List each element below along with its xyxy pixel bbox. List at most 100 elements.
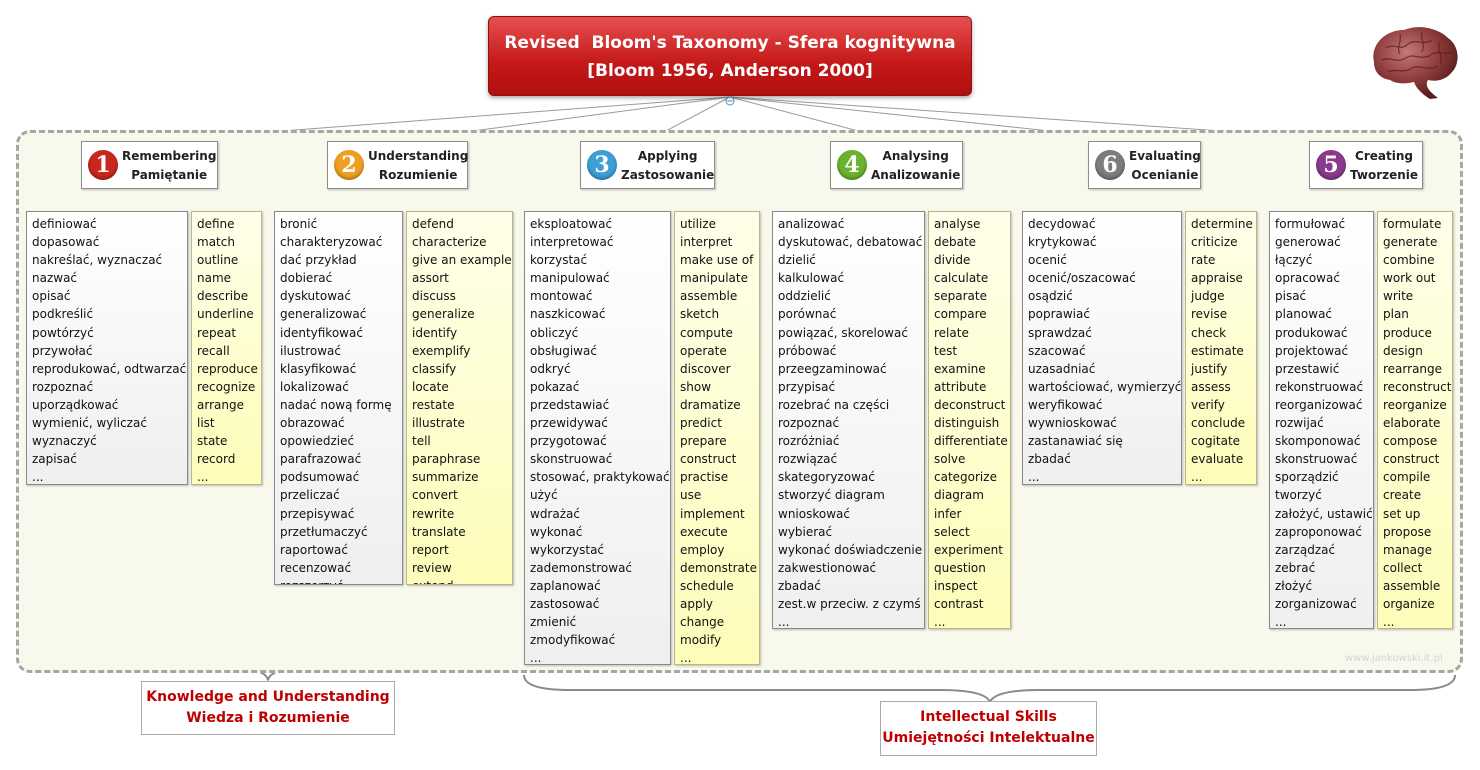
verb-item: dramatize [680,397,741,412]
verb-item: ... [1383,615,1395,629]
verb-item: ... [680,651,692,665]
verb-item: compare [934,307,987,322]
verb-item: zakwestionować [778,560,877,575]
verb-item: pokazać [530,379,580,394]
verb-item: attribute [934,379,987,394]
verb-item: rearrange [1383,361,1443,376]
category-title-pl: Analizowanie [871,168,961,182]
verb-item: wykonać [530,524,583,539]
category-header-applying[interactable]: 3 Applying Zastosowanie [580,141,715,189]
verb-item: rozebrać na części [778,397,890,412]
verb-item: wymienić, wyliczać [32,416,147,431]
verb-item: practise [680,470,729,485]
category-header-remembering[interactable]: 1 Remembering Pamiętanie [81,141,218,189]
verb-item: skonstruować [1275,452,1358,467]
verb-item: produkować [1275,325,1348,340]
summary-right-line-1: Intellectual Skills [920,709,1057,725]
verb-item: nakreślać, wyznaczać [32,253,163,268]
verb-item: manipulate [680,271,748,286]
verb-item: rozpoznać [778,416,840,431]
title-line-1: Revised Bloom's Taxonomy - Sfera kognity… [504,33,956,53]
verb-item: make use of [680,253,754,268]
verb-item: stworzyć diagram [778,488,885,503]
verb-item: korzystać [530,253,588,268]
verb-item: arrange [197,397,244,412]
number-badge: 4 [837,150,867,180]
verb-item: osądzić [1028,289,1073,304]
verb-item: execute [680,524,728,539]
verb-item: rewrite [412,506,455,521]
verb-item: przeegzaminować [778,361,887,376]
verb-item: state [197,434,228,449]
verb-item: manipulować [530,271,610,286]
verb-item: compose [1383,434,1438,449]
verb-item: combine [1383,253,1435,268]
verb-item: elaborate [1383,416,1441,431]
verb-item: relate [934,325,969,340]
verb-item: locate [412,379,449,394]
verb-item: collect [1383,560,1423,575]
verb-item: ... [934,615,946,629]
verb-item: construct [680,452,737,467]
category-header-creating[interactable]: 5 Creating Tworzenie [1309,141,1423,189]
verb-item: assemble [1383,578,1441,593]
verb-item: modify [680,633,722,648]
verb-item: assemble [680,289,738,304]
verb-item: rekonstruować [1275,379,1364,394]
verb-item: review [412,560,452,575]
verb-item: determine [1191,217,1253,231]
verb-item: give an example [412,253,512,268]
verb-item: criticize [1191,235,1238,250]
verb-item: dać przykład [280,253,357,268]
verb-item: prepare [680,434,727,449]
verb-item: uzasadniać [1028,361,1096,376]
verb-item: skategoryzować [778,470,875,485]
verb-item: stosować, praktykować [530,470,670,485]
verb-item: calculate [934,271,989,286]
verb-item: raportować [280,542,348,557]
verb-item: generalizować [280,307,367,322]
verb-item: restate [412,397,455,412]
category-header-analysing[interactable]: 4 Analysing Analizowanie [830,141,963,189]
verb-item: apply [680,596,714,611]
verb-item: dyskutować [280,289,351,304]
verb-item: organize [1383,596,1435,611]
verb-item: analyse [934,217,981,231]
verb-item: przywołać [32,343,93,358]
category-header-evaluating[interactable]: 6 Evaluating Ocenianie [1088,141,1201,189]
verb-item: list [197,416,215,431]
verb-item: przypisać [778,379,836,394]
verb-item: złożyć [1275,578,1313,593]
verb-item: reproduce [197,361,258,376]
verb-item: zmodyfikować [530,633,616,648]
verb-item: match [197,235,235,250]
verb-item: skomponować [1275,434,1361,449]
category-title-pl: Zastosowanie [621,168,715,182]
verb-item: cogitate [1191,434,1241,449]
verb-item: skonstruować [530,452,613,467]
verb-item: powtórzyć [32,325,94,340]
number-badge: 2 [334,150,364,180]
verb-item: ... [1028,470,1040,485]
verb-item: kalkulować [778,271,845,286]
verb-item: generate [1383,235,1438,250]
verb-item: założyć, ustawić [1275,506,1373,521]
verb-item: parafrazować [280,452,362,467]
verb-item: solve [934,452,966,467]
category-header-understanding[interactable]: 2 Understanding Rozumienie [327,141,468,189]
verb-item: zorganizować [1275,596,1357,611]
verb-item: poprawiać [1028,307,1090,322]
verb-item: ... [1275,615,1287,629]
verb-item: formułować [1275,217,1346,231]
verb-item: zapisać [32,452,77,467]
category-title-en: Evaluating [1129,149,1201,163]
verb-item: exemplify [412,343,471,358]
verb-item: ... [197,470,209,485]
verb-item: separate [934,289,987,304]
